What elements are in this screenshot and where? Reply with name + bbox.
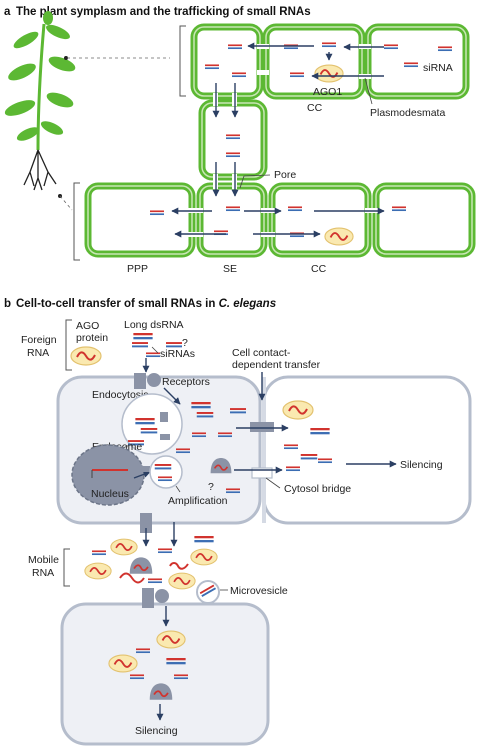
label-silencing-right: Silencing	[400, 459, 443, 471]
label-amplification: Amplification	[168, 495, 228, 507]
label-cc-bottom: CC	[311, 263, 327, 275]
label-foreign-rna-1: Foreign	[21, 334, 57, 346]
label-receptors: Receptors	[162, 376, 210, 388]
label-nucleus: Nucleus	[91, 488, 129, 500]
label-microvesicle: Microvesicle	[230, 585, 288, 597]
label-long-dsrna: Long dsRNA	[124, 319, 184, 331]
label-silencing-bottom: Silencing	[135, 725, 178, 737]
panel-a-arrows	[171, 42, 385, 238]
label-cytosol-bridge: Cytosol bridge	[284, 483, 351, 495]
panel-a-letter: a	[4, 6, 11, 18]
label-question-2: ?	[208, 481, 214, 493]
label-cc-top: CC	[307, 102, 323, 114]
plant-illustration	[4, 11, 76, 198]
label-question: ?	[182, 337, 188, 349]
cell-bottom	[60, 602, 270, 746]
panel-b-title-prefix: Cell-to-cell transfer of small RNAs in	[16, 298, 219, 310]
cell-top-right	[262, 375, 472, 525]
label-endocytosis: Endocytosis	[92, 389, 149, 401]
panel-a: a The plant symplasm and the trafficking…	[4, 6, 476, 275]
label-cell-contact-2: dependent transfer	[232, 359, 321, 371]
label-sirnas: siRNAs	[160, 348, 195, 360]
plant-cells	[84, 23, 476, 258]
label-cell-contact-1: Cell contact-	[232, 347, 291, 359]
label-mobile-rna-1: Mobile	[28, 554, 59, 566]
panel-b-letter: b	[4, 298, 11, 310]
label-ago1: AGO1	[313, 86, 342, 98]
label-plasmodesmata: Plasmodesmata	[370, 107, 445, 119]
label-mobile-rna-2: RNA	[32, 567, 54, 579]
panel-b: b Cell-to-cell transfer of small RNAs in…	[4, 298, 472, 746]
label-se: SE	[223, 263, 237, 275]
label-foreign-rna-2: RNA	[27, 347, 49, 359]
label-ago-protein-1: AGO	[76, 320, 99, 332]
panel-a-title: The plant symplasm and the trafficking o…	[16, 6, 311, 18]
label-ppp: PPP	[127, 263, 148, 275]
label-ago-protein-2: protein	[76, 332, 108, 344]
label-pore: Pore	[274, 169, 296, 181]
panel-b-title-species: C. elegans	[219, 298, 277, 310]
panel-b-title: Cell-to-cell transfer of small RNAs in C…	[16, 298, 276, 310]
label-sirna: siRNA	[423, 62, 453, 74]
